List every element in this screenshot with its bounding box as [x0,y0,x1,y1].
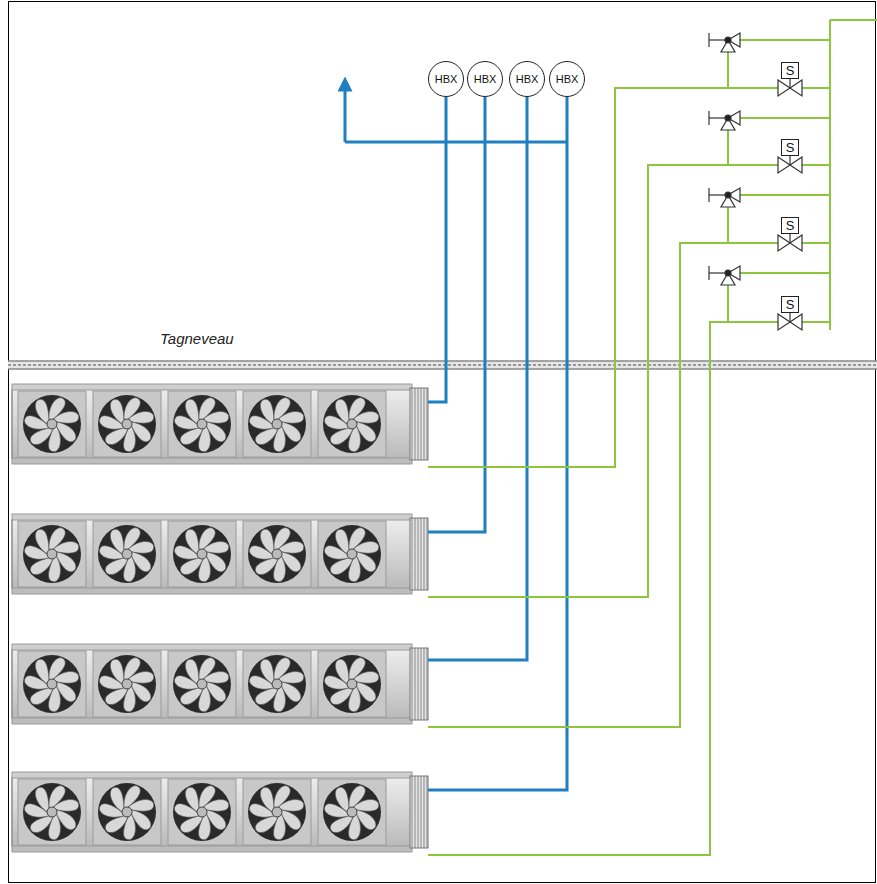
regulating-valve [709,111,740,130]
coil-label: S [786,141,795,154]
sensor-circle: HBX [509,61,545,97]
regulating-valve [709,266,740,285]
sensor-circle: HBX [467,61,503,97]
condenser-unit [12,772,428,852]
sensor-label: HBX [556,74,579,85]
solenoid-coil: S [781,62,799,79]
condenser-unit [12,514,428,594]
valves [709,33,802,330]
coil-label: S [786,64,795,77]
solenoid-valve [778,233,802,251]
coil-label: S [786,219,795,232]
regulating-valve [709,33,740,52]
solenoid-coil: S [781,139,799,156]
sensor-label: HBX [516,74,539,85]
condenser-units [12,384,428,852]
condenser-unit [12,644,428,724]
regulating-valve [709,188,740,207]
gas-pipes [345,84,567,790]
condenser-unit [12,384,428,464]
roof-line [8,361,877,369]
frame [9,2,876,883]
coil-label: S [786,298,795,311]
solenoid-valve [778,155,802,173]
sensor-label: HBX [474,74,497,85]
solenoid-valve [778,312,802,330]
solenoid-valve [778,78,802,96]
solenoid-coil: S [781,296,799,313]
roof-level-label: Tagneveau [160,330,234,347]
liquid-lines [428,20,877,855]
sensor-label: HBX [435,74,458,85]
sensor-circle: HBX [549,61,585,97]
sensor-circle: HBX [428,61,464,97]
solenoid-coil: S [781,217,799,234]
